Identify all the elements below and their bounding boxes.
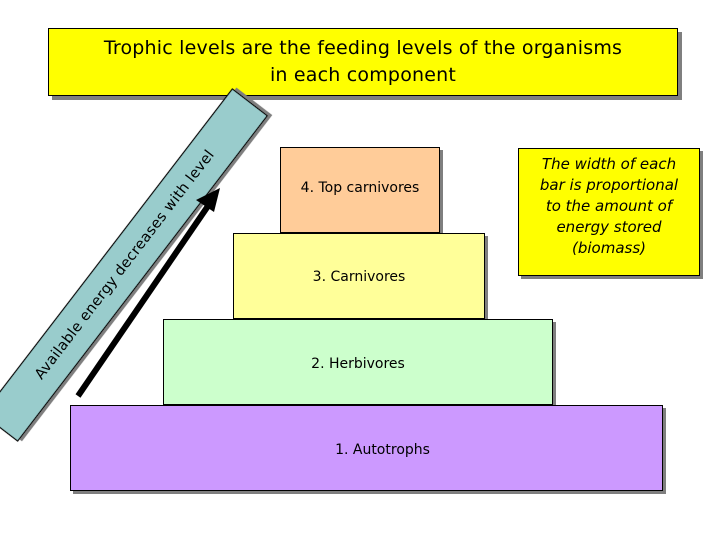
note-line: (biomass)	[571, 239, 646, 257]
level-bar-carnivores: 3. Carnivores	[233, 233, 485, 319]
note-box: The width of each bar is proportional to…	[518, 148, 700, 276]
title-line-2: in each component	[269, 64, 457, 86]
note-line: The width of each	[541, 155, 677, 173]
level-bar-autotrophs: 1. Autotrophs	[70, 405, 663, 491]
level-label-carnivores: 3. Carnivores	[312, 269, 406, 285]
level-bar-herbivores: 2. Herbivores	[163, 319, 553, 405]
up-right-arrow-icon	[75, 188, 220, 398]
level-bar-top-carnivores: 4. Top carnivores	[280, 147, 440, 233]
level-label-top-carnivores: 4. Top carnivores	[300, 180, 420, 196]
note-line: energy stored	[556, 218, 662, 236]
level-label-autotrophs: 1. Autotrophs	[335, 442, 430, 458]
title-box: Trophic levels are the feeding levels of…	[48, 28, 678, 96]
level-label-herbivores: 2. Herbivores	[311, 356, 405, 372]
note-line: bar is proportional	[539, 176, 679, 194]
title-line-1: Trophic levels are the feeding levels of…	[103, 37, 623, 59]
note-line: to the amount of	[545, 197, 673, 215]
